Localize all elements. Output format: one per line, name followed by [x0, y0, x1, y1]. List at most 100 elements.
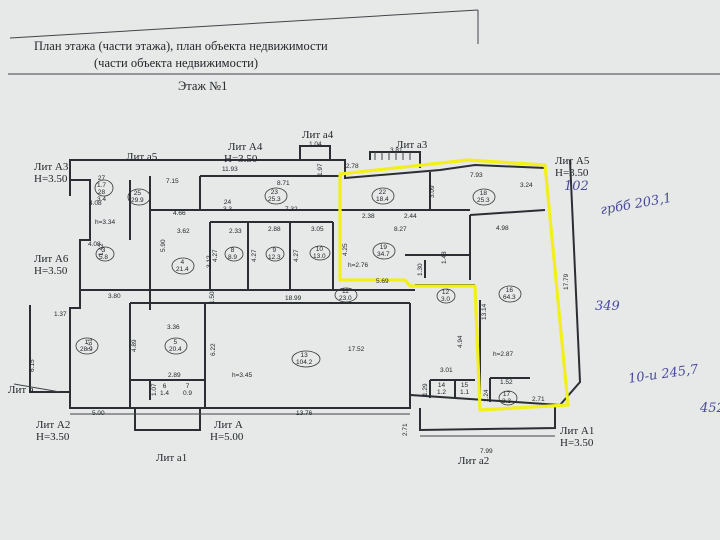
dim-5-00: 5.00	[92, 410, 105, 417]
floor-label: Этаж №1	[178, 79, 228, 93]
dim-1-97: 1.97	[317, 163, 324, 176]
dim-11-93: 11.93	[222, 166, 238, 173]
lit-A-height: H=5.00	[210, 431, 244, 443]
dim-5-90: 5.90	[160, 239, 167, 252]
dim-3-80: 3.80	[108, 293, 121, 300]
dim-7-15: 7.15	[166, 178, 179, 185]
dim-8-27: 8.27	[394, 226, 407, 233]
dim-2-38: 2.38	[362, 213, 375, 220]
dim-8-71: 8.71	[277, 180, 290, 187]
lit-a-small: Лит а	[8, 384, 34, 396]
lit-a3-small: Лит а3	[396, 139, 428, 151]
dim-1-07: 1.07	[151, 383, 158, 396]
dim-3-09: 3.09	[429, 185, 436, 198]
dim-7-32: 7.32	[285, 206, 298, 213]
dim-4-25: 4.25	[342, 243, 349, 256]
dim-7-93: 7.93	[470, 172, 483, 179]
dim-3-36: 3.36	[167, 324, 180, 331]
dim-4-08b: 4.08	[88, 241, 101, 248]
highlighted-area	[338, 158, 570, 412]
plan-title-line1: План этажа (части этажа), план объекта н…	[34, 39, 328, 53]
dim-4-27a: 4.27	[212, 249, 219, 262]
lit-a4-height: H=3.50	[224, 153, 258, 165]
dim-1-37: 1.37	[54, 311, 67, 318]
lit-a1-small: Лит а1	[156, 452, 188, 464]
dim-4-27b: 4.27	[251, 249, 258, 262]
lit-a3-name: Лит А3	[34, 161, 69, 173]
dim-13-14: 13.14	[481, 303, 488, 320]
dim-1-30: 1.30	[417, 263, 424, 276]
dim-3-24: 3.24	[520, 182, 533, 189]
lit-a5-small: Лит а5	[126, 151, 158, 163]
dim-1-24: 1.24	[483, 389, 490, 402]
dim-1-42: 1.42	[98, 243, 105, 256]
dim-2-71b: 2.71	[402, 423, 409, 436]
dim-h-2-76: h=2.76	[348, 262, 369, 269]
lit-a6-height: H=3.50	[34, 265, 68, 277]
note-452: 452	[700, 401, 720, 416]
dim-4-98: 4.98	[496, 225, 509, 232]
dim-3-81: 3.81	[390, 147, 403, 154]
dim-1-50: 1.50	[209, 291, 216, 304]
dim-1-52: 1.52	[500, 379, 513, 386]
lit-a6-name: Лит А6	[34, 253, 69, 265]
lit-A1-height: H=3.50	[560, 437, 594, 449]
lit-a2-height: H=3.50	[36, 431, 70, 443]
dim-1-48: 1.48	[441, 251, 448, 264]
dim-3-05: 3.05	[311, 226, 324, 233]
dim-2-89: 2.89	[168, 372, 181, 379]
dim-7-99: 7.99	[480, 448, 493, 455]
dim-4-08a: 4.08	[89, 200, 102, 207]
dim-18-99: 18.99	[285, 295, 302, 302]
dim-1-29: 1.29	[422, 383, 429, 396]
plan-title-line2: (части объекта недвижимости)	[94, 56, 259, 70]
dim-2-44: 2.44	[404, 213, 417, 220]
dim-h-3-34: h=3.34	[95, 219, 116, 226]
note-102: 102	[564, 179, 589, 194]
dim-4-66: 4.66	[173, 210, 186, 217]
dim-3-62: 3.62	[177, 228, 190, 235]
lit-A1-name: Лит А1	[560, 425, 595, 437]
dim-6-15: 6.15	[29, 359, 36, 372]
dim-2-71: 2.71	[532, 396, 545, 403]
dim-2-33: 2.33	[229, 228, 242, 235]
dim-7-61: 7.61	[87, 338, 94, 351]
dim-13-76: 13.76	[296, 410, 313, 417]
dim-h-3-45: h=3.45	[232, 372, 253, 379]
lit-a2-small: Лит а2	[458, 455, 490, 467]
dim-2-88: 2.88	[268, 226, 281, 233]
dim-5-69: 5.69	[376, 278, 389, 285]
dim-17-79: 17.79	[563, 273, 570, 290]
lit-A-name: Лит А	[214, 419, 243, 431]
dim-1-04: 1.04	[309, 141, 322, 148]
room-markers	[75, 179, 522, 406]
lit-a3-height: H=3.50	[34, 173, 68, 185]
dim-3-01: 3.01	[440, 367, 453, 374]
dim-2-78: 2.78	[346, 163, 359, 170]
lit-A5-height: H=3.50	[555, 167, 589, 179]
lit-a2-name: Лит А2	[36, 419, 71, 431]
dim-h-2-87: h=2.87	[493, 351, 514, 358]
